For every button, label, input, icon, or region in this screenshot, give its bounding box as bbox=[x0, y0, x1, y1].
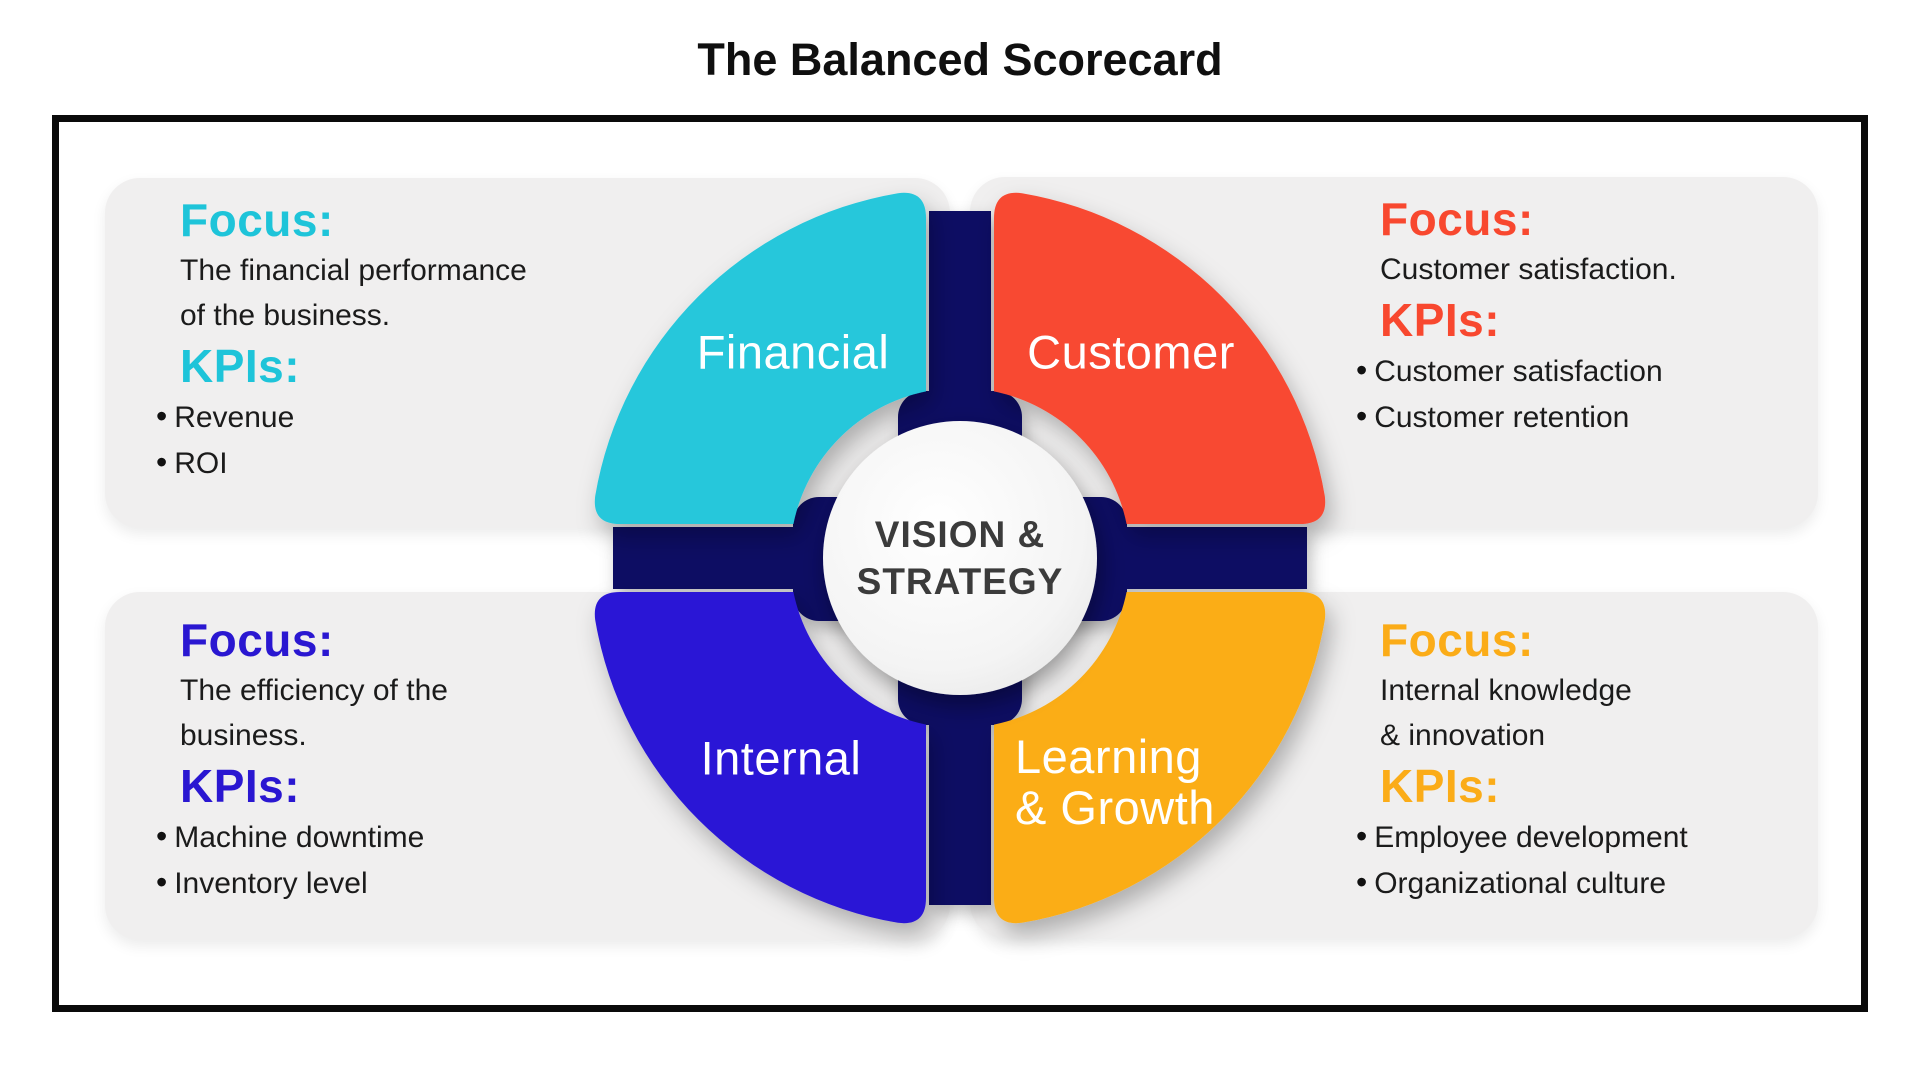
kpi-list: Revenue ROI bbox=[156, 394, 930, 486]
focus-text-line: The efficiency of the bbox=[180, 674, 448, 707]
focus-heading: Focus: bbox=[1380, 193, 1534, 245]
kpi-item: Customer satisfaction bbox=[1356, 348, 1798, 394]
wedge-label-line: Learning bbox=[1015, 730, 1202, 783]
wedge-label-customer: Customer bbox=[1027, 325, 1235, 379]
wedge-financial[interactable] bbox=[594, 192, 926, 525]
wedge-label-line: & Growth bbox=[1015, 781, 1215, 834]
focus-text-line: & innovation bbox=[1380, 719, 1546, 752]
kpis-heading: KPIs: bbox=[1380, 294, 1501, 346]
wedge-learning-growth[interactable] bbox=[994, 592, 1326, 924]
kpi-item: ROI bbox=[156, 440, 930, 486]
focus-text-line: of the business. bbox=[180, 299, 391, 332]
focus-text-line: business. bbox=[180, 719, 307, 752]
kpi-list: Employee development Organizational cult… bbox=[1356, 814, 1798, 906]
wedge-label-learning-growth: Learning & Growth bbox=[1015, 731, 1215, 833]
kpis-heading: KPIs: bbox=[1380, 760, 1501, 812]
kpi-list: Customer satisfaction Customer retention bbox=[1356, 348, 1798, 440]
focus-text-line: Customer satisfaction. bbox=[1380, 253, 1677, 286]
wedge-label-financial: Financial bbox=[696, 325, 890, 379]
focus-text-line: The financial performance bbox=[180, 254, 527, 287]
outer-border-frame bbox=[52, 115, 1868, 1012]
kpis-heading: KPIs: bbox=[180, 340, 301, 392]
focus-heading: Focus: bbox=[180, 194, 334, 246]
kpi-item: Inventory level bbox=[156, 860, 930, 906]
kpi-list: Machine downtime Inventory level bbox=[156, 814, 930, 906]
focus-heading: Focus: bbox=[1380, 614, 1534, 666]
focus-text-line: Internal knowledge bbox=[1380, 674, 1632, 707]
kpis-heading: KPIs: bbox=[180, 760, 301, 812]
wedge-label-internal: Internal bbox=[700, 731, 862, 785]
kpi-item: Organizational culture bbox=[1356, 860, 1798, 906]
vision-strategy-circle[interactable] bbox=[823, 421, 1097, 695]
wedge-customer[interactable] bbox=[994, 192, 1326, 525]
wedge-internal[interactable] bbox=[594, 592, 926, 924]
vision-strategy-label: VISION & STRATEGY bbox=[857, 511, 1064, 605]
page-title: The Balanced Scorecard bbox=[697, 34, 1223, 85]
vision-label-line: STRATEGY bbox=[856, 561, 1064, 602]
vision-label-line: VISION & bbox=[874, 514, 1046, 555]
kpi-item: Machine downtime bbox=[156, 814, 930, 860]
focus-heading: Focus: bbox=[180, 614, 334, 666]
kpi-item: Revenue bbox=[156, 394, 930, 440]
kpi-item: Employee development bbox=[1356, 814, 1798, 860]
kpi-item: Customer retention bbox=[1356, 394, 1798, 440]
